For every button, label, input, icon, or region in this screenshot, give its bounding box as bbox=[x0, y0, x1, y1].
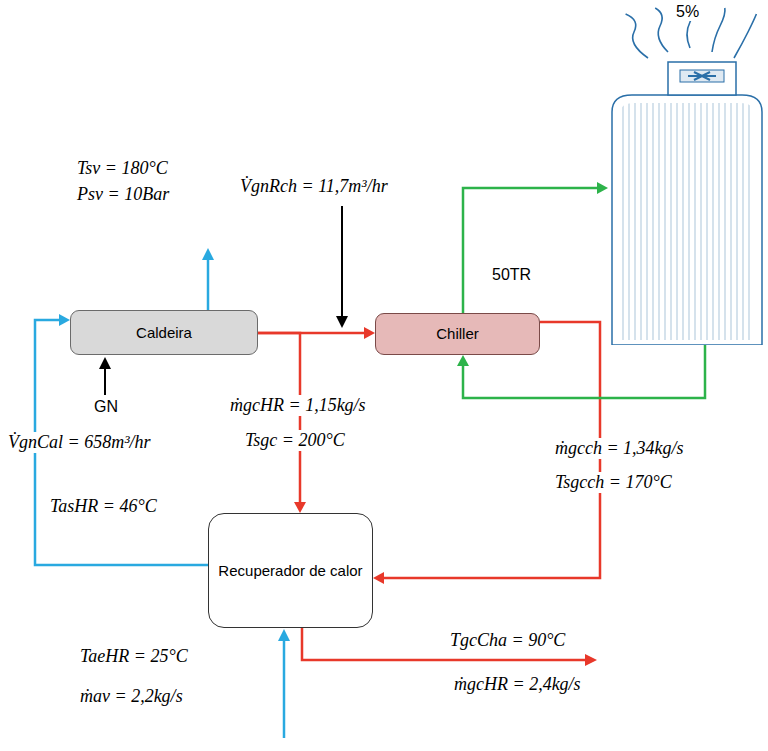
cooling-tower: 5% bbox=[608, 2, 766, 345]
flow-label: Tsgc = 200°C bbox=[243, 430, 347, 451]
flow-label: Tsgcch = 170°C bbox=[553, 472, 674, 493]
arrow-head bbox=[457, 355, 469, 366]
chiller-box: Chiller bbox=[375, 313, 540, 355]
arrow-head bbox=[202, 248, 214, 260]
flow-line bbox=[463, 188, 599, 313]
exhaust-line bbox=[302, 628, 585, 660]
flow-label: GN bbox=[92, 398, 120, 416]
arrow-head bbox=[99, 357, 111, 369]
percentage-label: 5% bbox=[674, 2, 701, 21]
flow-label: V̇gnRch = 11,7m³/hr bbox=[238, 176, 390, 197]
node-label: Chiller bbox=[436, 325, 479, 343]
arrow-head bbox=[585, 654, 597, 666]
arrow-head bbox=[278, 629, 290, 641]
flow-label: ṁav = 2,2kg/s bbox=[78, 686, 185, 707]
tower-illustration bbox=[608, 2, 766, 345]
flow-label: V̇gnCal = 658m³/hr bbox=[6, 432, 153, 453]
flow-label: ṁgcHR = 1,15kg/s bbox=[228, 395, 368, 416]
flow-label: TaeHR = 25°C bbox=[78, 646, 190, 667]
node-label: Caldeira bbox=[136, 324, 192, 342]
flow-label: ṁgcch = 1,34kg/s bbox=[553, 438, 686, 459]
gas-line bbox=[104, 368, 106, 395]
node-label: Recuperador de calor bbox=[218, 562, 362, 580]
flow-label: 50TR bbox=[490, 266, 533, 284]
arrow-head bbox=[373, 572, 384, 584]
arrow-head bbox=[336, 316, 348, 328]
water-line bbox=[283, 640, 286, 738]
boiler-box: Caldeira bbox=[70, 310, 258, 355]
arrow-head bbox=[597, 182, 608, 194]
flow-label: Tsv = 180°C bbox=[75, 158, 170, 179]
arrow-head bbox=[294, 502, 306, 513]
flow-label: Psv = 10Bar bbox=[75, 184, 171, 205]
flow-label: ṁgcHR = 2,4kg/s bbox=[452, 674, 583, 695]
steam-line bbox=[207, 258, 210, 310]
flow-connector bbox=[463, 182, 608, 313]
arrow-head bbox=[59, 314, 70, 326]
flow-label: TgcCha = 90°C bbox=[448, 630, 567, 651]
gas-line bbox=[341, 206, 343, 318]
flow-line bbox=[258, 333, 300, 504]
arrow-head bbox=[364, 327, 375, 339]
flow-label: TasHR = 46°C bbox=[48, 496, 159, 517]
heat-recovery-box: Recuperador de calor bbox=[208, 513, 373, 628]
flow-connector bbox=[258, 333, 306, 513]
